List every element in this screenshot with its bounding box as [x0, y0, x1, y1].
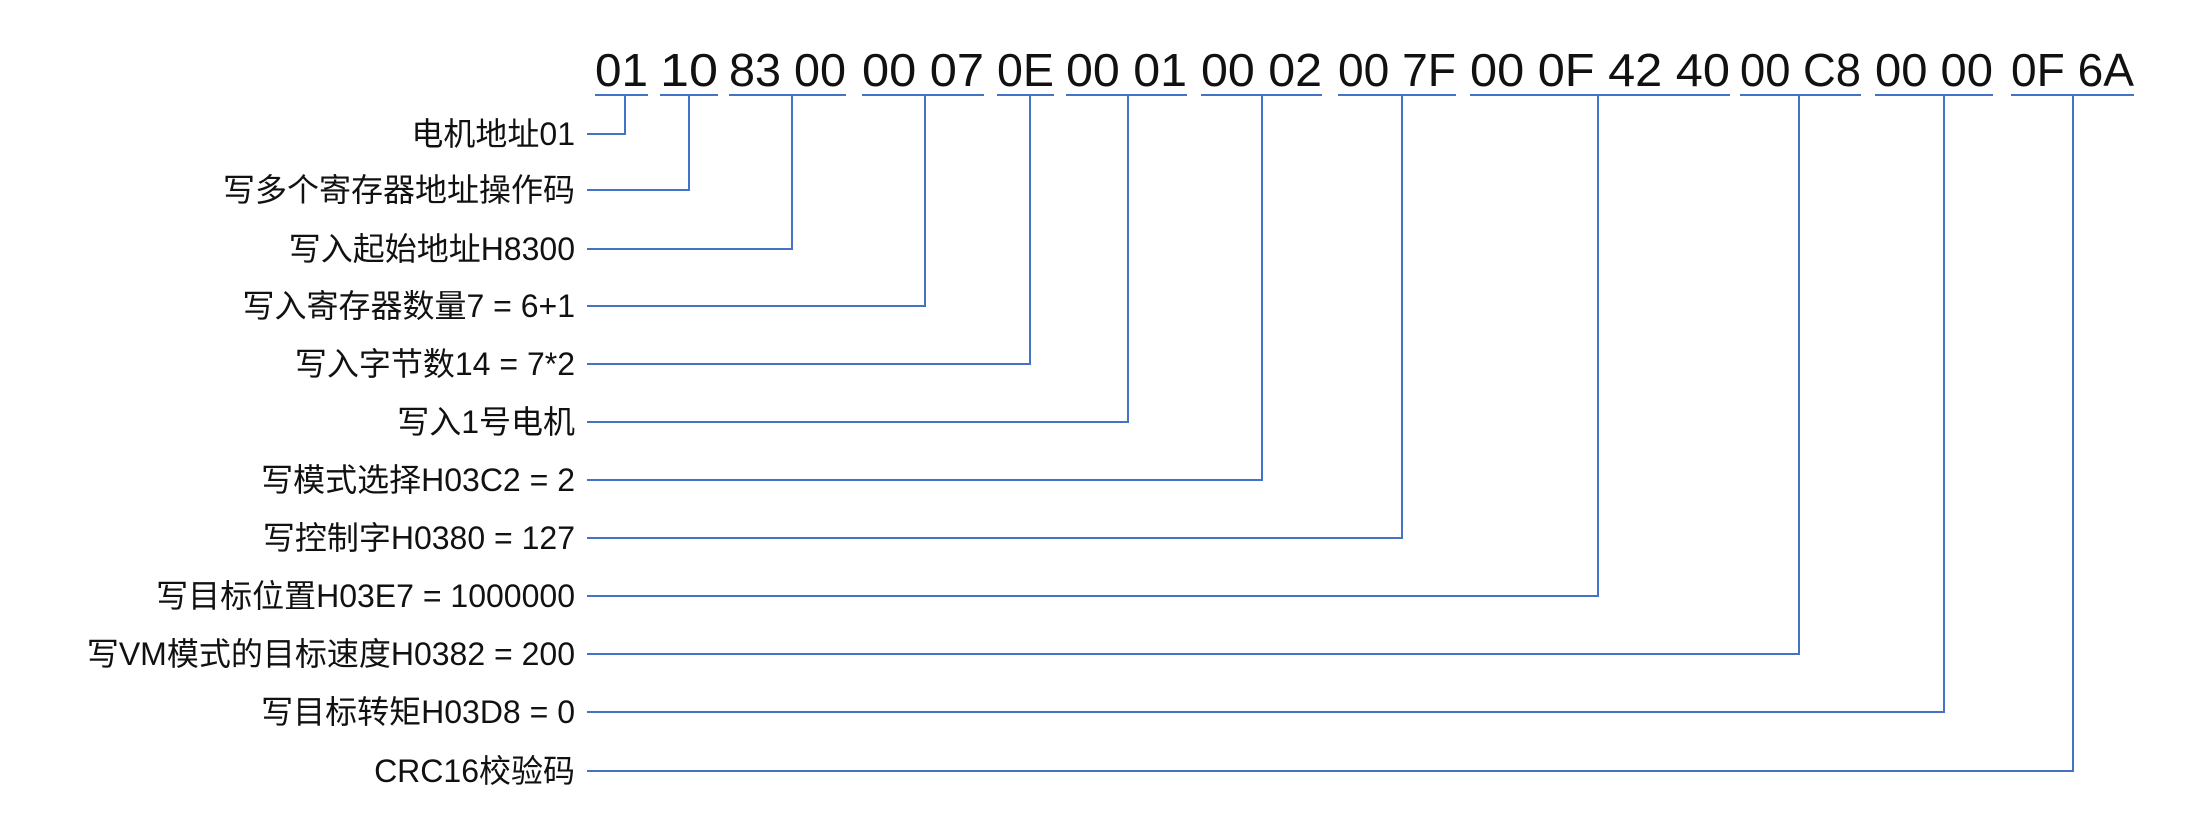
hex-byte-group: 00 C8 — [1740, 44, 1861, 96]
hex-byte-group: 00 0F 42 40 — [1470, 44, 1730, 96]
field-description-label: 写入字节数14 = 7*2 — [295, 346, 575, 382]
hex-byte-group: 00 7F — [1338, 44, 1456, 96]
hex-byte-group: 0E — [997, 44, 1054, 96]
field-description-label: 写入寄存器数量7 = 6+1 — [242, 288, 575, 324]
leader-line — [587, 94, 1129, 423]
field-description-label: 写多个寄存器地址操作码 — [223, 172, 575, 208]
field-description-label: CRC16校验码 — [374, 753, 575, 789]
field-description-label: 电机地址01 — [411, 116, 575, 152]
leader-line — [587, 94, 1599, 597]
hex-byte-group: 83 00 — [729, 44, 846, 96]
leader-line — [587, 94, 1800, 655]
leader-line — [587, 94, 1945, 713]
leader-line — [587, 94, 690, 191]
field-description-label: 写模式选择H03C2 = 2 — [261, 462, 575, 498]
leader-line — [587, 94, 793, 250]
hex-byte-group: 0F 6A — [2011, 44, 2134, 96]
hex-byte-group: 01 — [595, 44, 648, 96]
hex-byte-group: 00 00 — [1875, 44, 1993, 96]
field-description-label: 写VM模式的目标速度H0382 = 200 — [87, 636, 575, 672]
leader-line — [587, 94, 1403, 539]
field-description-label: 写入起始地址H8300 — [289, 231, 575, 267]
hex-byte-group: 10 — [660, 44, 718, 96]
leader-line — [587, 94, 1031, 365]
leader-line — [587, 94, 626, 135]
hex-byte-group: 00 02 — [1201, 44, 1322, 96]
field-description-label: 写入1号电机 — [397, 404, 575, 440]
leader-line — [587, 94, 1263, 481]
field-description-label: 写目标位置H03E7 = 1000000 — [156, 578, 575, 614]
leader-line — [587, 94, 926, 307]
hex-byte-group: 00 07 — [862, 44, 984, 96]
field-description-label: 写目标转矩H03D8 = 0 — [261, 694, 575, 730]
leader-line — [587, 94, 2074, 772]
field-description-label: 写控制字H0380 = 127 — [263, 520, 575, 556]
hex-byte-group: 00 01 — [1066, 44, 1187, 96]
